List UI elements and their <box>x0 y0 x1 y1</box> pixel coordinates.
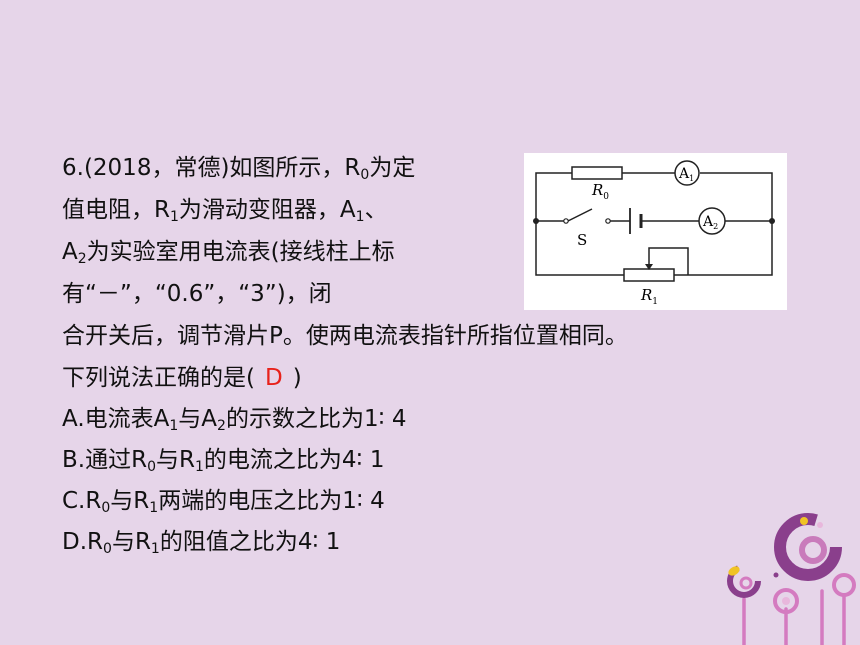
option-d: D.R0与R1的阻值之比为4∶ 1 <box>62 529 341 557</box>
corner-decoration <box>727 513 856 645</box>
circuit-diagram: R0 A1 S A2 R1 <box>524 153 787 310</box>
question-line-3: A2为实验室用电流表(接线柱上标 <box>62 239 395 267</box>
slider-arrow-icon <box>645 264 653 270</box>
svg-text:S: S <box>577 231 587 249</box>
svg-text:R1: R1 <box>640 286 658 307</box>
ring-icon <box>773 588 799 614</box>
option-c: C.R0与R1两端的电压之比为1∶ 4 <box>62 488 385 516</box>
ammeter-a2 <box>698 207 726 235</box>
yellow-leaf-icon <box>728 566 740 576</box>
spiral-icon <box>727 564 761 598</box>
switch-contact <box>605 218 611 224</box>
option-b: B.通过R0与R1的电流之比为4∶ 1 <box>62 447 385 475</box>
rheostat-r1 <box>623 268 675 282</box>
ammeter-a1 <box>674 160 700 186</box>
circuit-wires <box>535 172 773 276</box>
resistor-r0 <box>571 166 623 180</box>
question-line-4: 有“－”，“0.6”，“3”)，闭 <box>62 281 332 307</box>
junction-dot <box>769 218 775 224</box>
svg-text:R0: R0 <box>591 181 609 202</box>
svg-text:A2: A2 <box>702 214 718 231</box>
question-line-5: 合开关后，调节滑片P。使两电流表指针所指位置相同。 <box>62 323 628 349</box>
option-a: A.电流表A1与A2的示数之比为1∶ 4 <box>62 406 407 434</box>
answer-mark: D <box>264 365 283 391</box>
swirl-inner-icon <box>799 536 827 564</box>
switch-contact <box>563 218 569 224</box>
switch-s <box>567 208 593 222</box>
question-line-1: 6.(2018，常德)如图所示，R0为定 <box>62 155 416 183</box>
ring-icon <box>832 573 856 597</box>
svg-text:A1: A1 <box>678 166 694 183</box>
swirl-icon <box>774 513 842 581</box>
question-line-6: 下列说法正确的是(D) <box>62 365 302 391</box>
yellow-dot-icon <box>800 517 808 525</box>
junction-dot <box>533 218 539 224</box>
question-line-2: 值电阻，R1为滑动变阻器，A1、 <box>62 197 388 225</box>
